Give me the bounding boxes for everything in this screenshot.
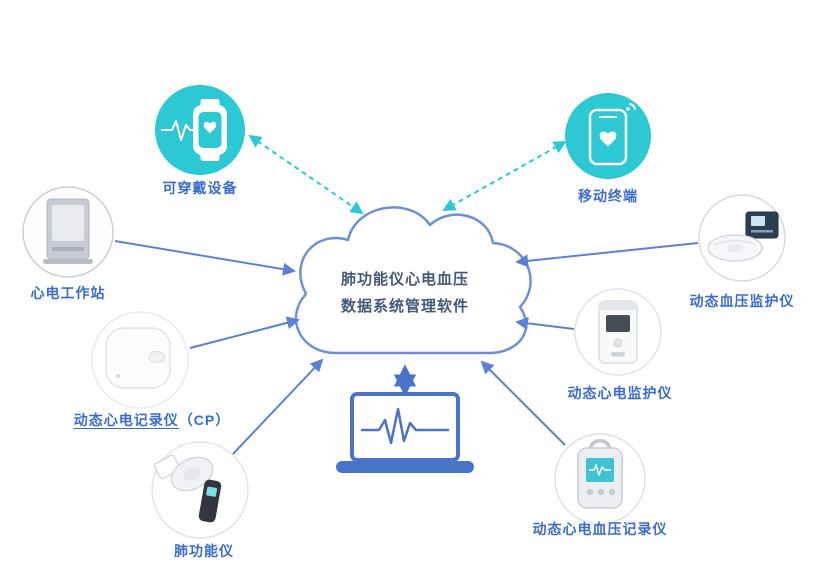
- node-ecg-bp-recorder: [554, 433, 646, 525]
- management-laptop-icon: [336, 392, 474, 473]
- node-ambulatory-bp-monitor: [698, 194, 786, 282]
- arrow-spirometer-cloud: [232, 358, 324, 455]
- bp-monitor-icon: [707, 211, 779, 262]
- spirometer-icon: [153, 454, 222, 523]
- label-ecg-bp-recorder: 动态心电血压记录仪: [532, 521, 668, 537]
- node-spirometer: [151, 441, 249, 539]
- arrow-ecg-bp-recorder-cloud: [480, 360, 566, 446]
- laptop-ecg-waveform: [360, 407, 450, 445]
- label-holter-recorder-suffix: （CP）: [178, 412, 231, 428]
- label-mobile-terminal: 移动终端: [578, 188, 638, 204]
- smartphone-icon: [588, 97, 642, 166]
- arrow-bp-monitor-cloud: [515, 242, 699, 268]
- holter-monitor-icon: [598, 300, 638, 364]
- node-holter-recorder-cp: [91, 311, 189, 409]
- holter-recorder-icon: [105, 327, 171, 389]
- arrow-holter-recorder-cloud: [189, 316, 300, 349]
- cloud-title: 肺功能仪心电血压 数据系统管理软件: [315, 266, 495, 320]
- arrow-wearable-cloud: [248, 134, 364, 215]
- arrow-workstation-cloud: [114, 240, 296, 276]
- node-wearable: [155, 85, 245, 175]
- cloud-title-line1: 肺功能仪心电血压: [340, 271, 469, 288]
- cloud-title-line2: 数据系统管理软件: [340, 298, 469, 315]
- label-spirometer: 肺功能仪: [174, 543, 234, 559]
- label-ambulatory-bp-monitor: 动态血压监护仪: [689, 293, 795, 309]
- label-ecg-workstation: 心电工作站: [30, 285, 106, 301]
- smartwatch-icon: [161, 99, 227, 161]
- label-holter-monitor: 动态心电监护仪: [567, 385, 673, 401]
- ecg-bp-recorder-icon: [577, 439, 623, 509]
- node-ecg-workstation: [22, 186, 114, 278]
- spirometer-circle: [151, 441, 249, 539]
- ecg-workstation-icon: [43, 198, 93, 264]
- label-wearable: 可穿戴设备: [162, 180, 238, 196]
- arrow-mobile-cloud: [442, 141, 567, 211]
- arrow-holter-monitor-cloud: [515, 316, 575, 330]
- node-holter-monitor: [574, 288, 662, 376]
- label-holter-recorder-main: 动态心电记录仪: [73, 412, 179, 428]
- cloud-shape: [294, 206, 532, 355]
- laptop-base: [336, 461, 474, 473]
- node-mobile-terminal: [565, 93, 651, 179]
- label-holter-recorder-cp: 动态心电记录仪（CP）: [74, 410, 230, 430]
